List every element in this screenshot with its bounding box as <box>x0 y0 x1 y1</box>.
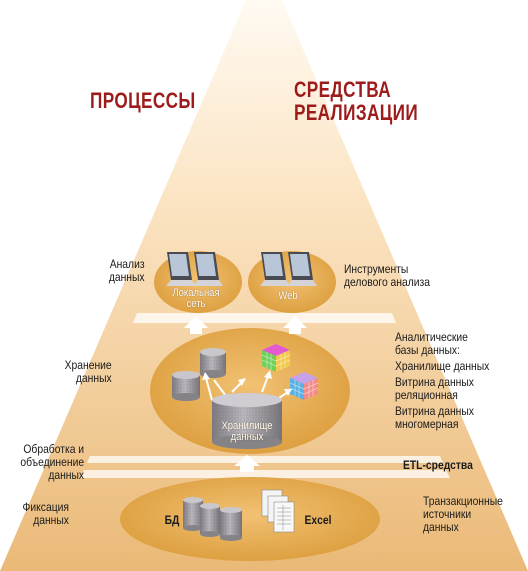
label-etl-tools: ETL-средства <box>403 458 473 472</box>
label-etl: Обработка и объединение данных <box>20 442 84 482</box>
lan-label: Локальная сеть <box>172 287 220 310</box>
band-separator-3 <box>80 470 450 478</box>
web-label: Web <box>278 290 298 302</box>
db-label: БД <box>164 513 180 527</box>
spreadsheet-icon <box>261 489 295 533</box>
label-storage: Хранение данных <box>64 358 112 385</box>
processes-header: ПРОЦЕССЫ <box>90 88 196 113</box>
database-cylinder-icon <box>200 503 220 537</box>
label-analysis: Анализ данных <box>109 257 145 284</box>
label-bi-tools: Инструменты делового анализа <box>344 262 430 289</box>
cube-icon <box>261 344 291 372</box>
band-separator-1 <box>133 313 396 323</box>
database-cylinder-icon <box>220 507 242 541</box>
database-cylinder-icon <box>172 371 200 401</box>
data-warehouse-label: Хранилище данных <box>221 420 273 443</box>
arrow-up-icon <box>184 316 307 472</box>
arrow-icon <box>202 370 292 401</box>
data-warehouse-cylinder-icon <box>212 393 282 449</box>
database-cylinder-icon <box>200 348 226 378</box>
band-separator-2 <box>87 456 443 463</box>
cube-icon <box>289 372 319 400</box>
laptop-icon <box>260 252 317 286</box>
label-analytical-db: Аналитические базы данных: Хранилище дан… <box>395 330 490 431</box>
label-capture: Фиксация данных <box>22 500 69 527</box>
capture-ellipse <box>120 477 380 561</box>
database-cylinder-icon <box>183 497 203 531</box>
tools-header-line1: СРЕДСТВА <box>294 77 392 102</box>
laptop-icon <box>166 252 223 286</box>
label-transaction-sources: Транзакционные источники данных <box>423 494 503 534</box>
tools-header-line2: РЕАЛИЗАЦИИ <box>294 100 419 125</box>
excel-label: Excel <box>304 513 332 527</box>
